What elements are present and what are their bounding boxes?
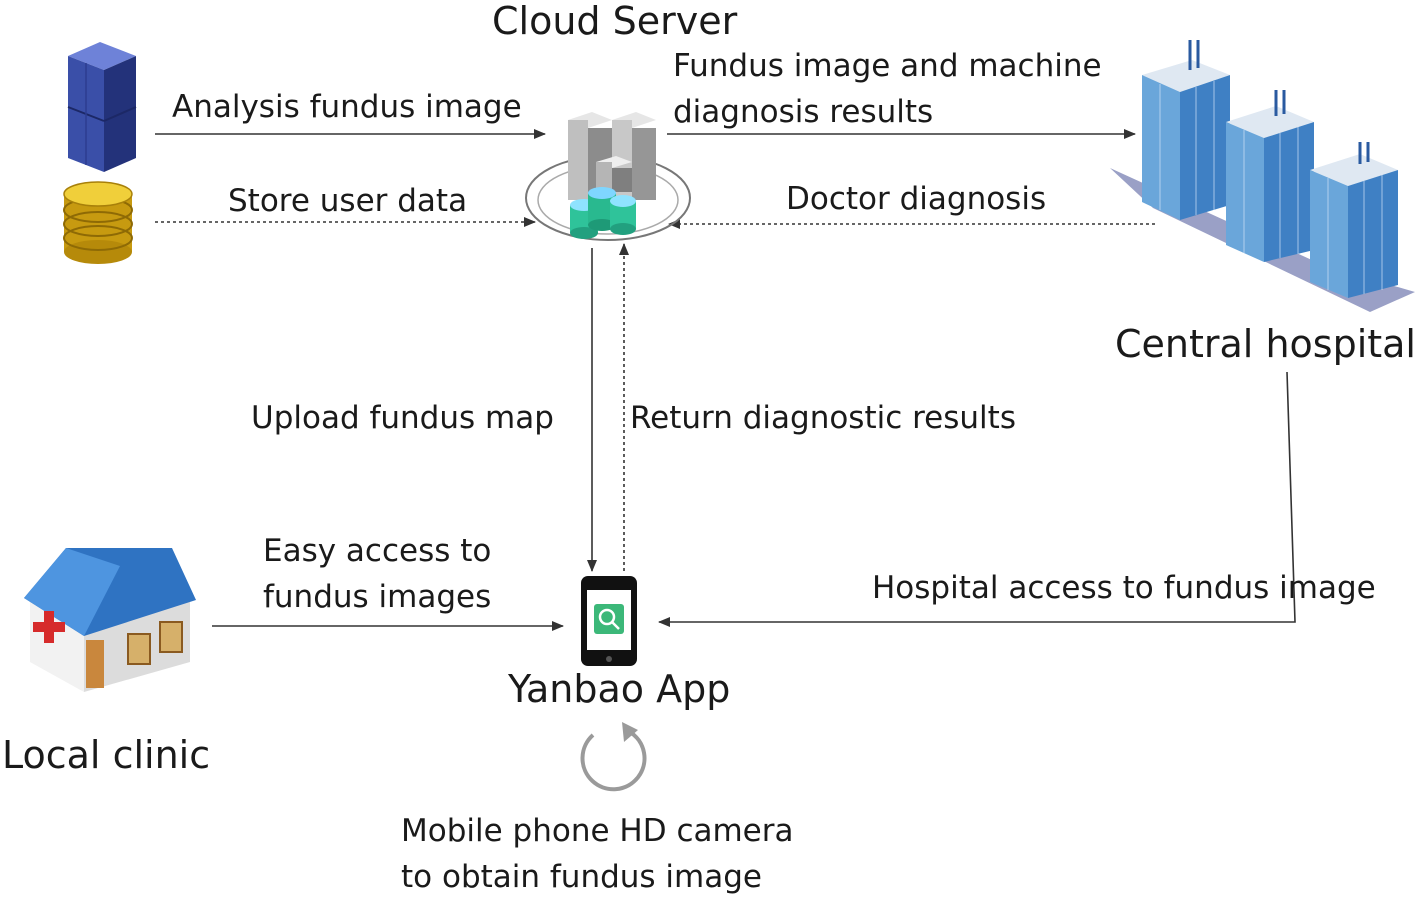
fundus-results-line-2: diagnosis results <box>673 94 934 130</box>
return-results-label: Return diagnostic results <box>630 400 1016 436</box>
clinic-building-icon <box>24 548 196 692</box>
doctor-diagnosis-label: Doctor diagnosis <box>786 181 1047 217</box>
easy-access-line-1: Easy access to <box>263 533 492 569</box>
camera-label: Mobile phone HD camera to obtain fundus … <box>401 808 794 900</box>
analysis-label: Analysis fundus image <box>172 89 522 125</box>
easy-access-line-2: fundus images <box>263 579 492 615</box>
cloud-server-label: Cloud Server <box>492 0 738 43</box>
hospital-buildings-icon <box>1110 40 1415 312</box>
camera-line-2: to obtain fundus image <box>401 859 762 895</box>
easy-access-label: Easy access to fundus images <box>263 528 491 620</box>
server-rack-icon <box>67 42 137 172</box>
yanbao-app-label: Yanbao App <box>508 667 731 711</box>
hospital-access-arrow <box>658 371 1296 627</box>
phone-app-icon <box>581 576 637 666</box>
refresh-icon <box>580 722 647 792</box>
fundus-results-label: Fundus image and machine diagnosis resul… <box>673 43 1102 135</box>
store-label: Store user data <box>228 183 468 219</box>
local-clinic-label: Local clinic <box>2 733 211 777</box>
central-hospital-label: Central hospital <box>1115 322 1416 366</box>
upload-label: Upload fundus map <box>251 400 554 436</box>
cloud-server-icon <box>525 112 691 241</box>
hospital-access-label: Hospital access to fundus image <box>872 570 1376 606</box>
coin-stack-icon <box>63 181 133 264</box>
fundus-results-line-1: Fundus image and machine <box>673 48 1102 84</box>
camera-line-1: Mobile phone HD camera <box>401 813 794 849</box>
